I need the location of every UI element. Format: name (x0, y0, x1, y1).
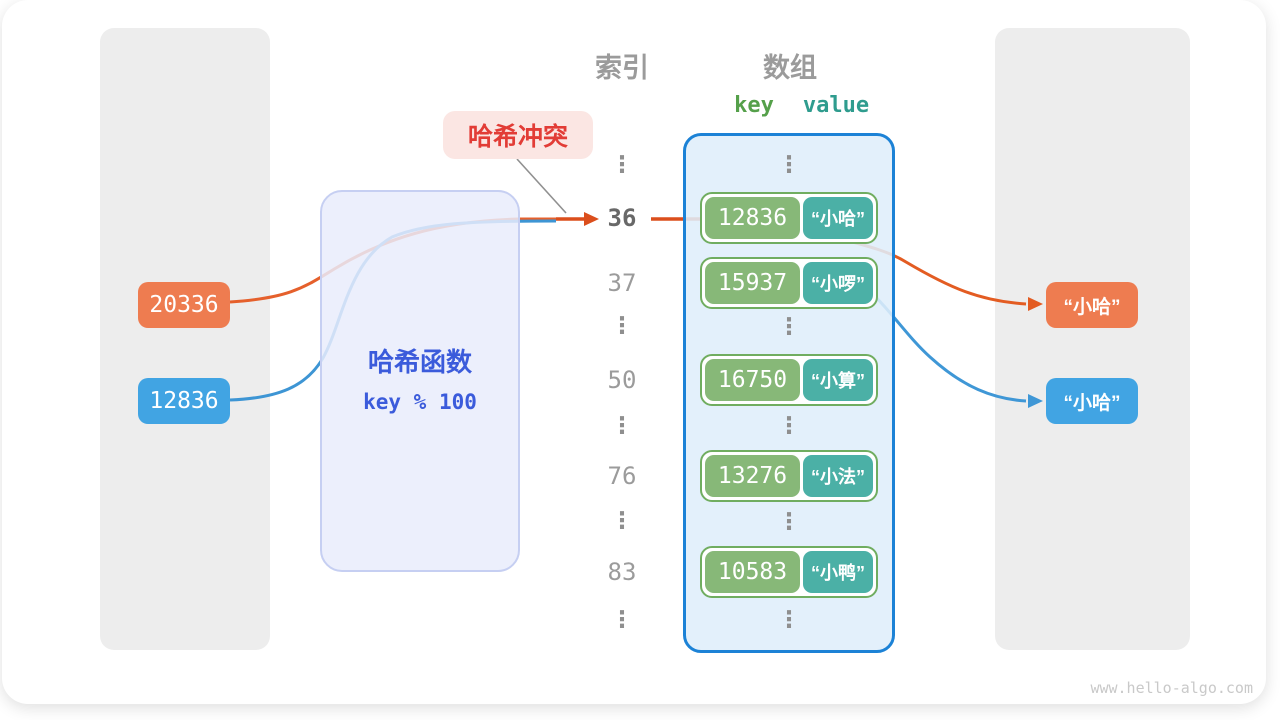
index-36: 36 (607, 204, 637, 232)
array-key-header: key (734, 93, 774, 118)
vertical-ellipsis-icon: ⋮ (777, 413, 801, 439)
index-column-header: 索引 (595, 53, 649, 83)
vertical-ellipsis-icon: ⋮ (610, 508, 634, 534)
vertical-ellipsis-icon: ⋮ (777, 607, 801, 633)
hash-function-title: 哈希函数 (367, 347, 472, 377)
vertical-ellipsis-icon: ⋮ (610, 152, 634, 178)
vertical-ellipsis-icon: ⋮ (610, 413, 634, 439)
index-37: 37 (607, 269, 637, 297)
entry-value: “小哈” (803, 197, 873, 239)
vertical-ellipsis-icon: ⋮ (777, 152, 801, 178)
entry-key: 12836 (705, 197, 800, 239)
hash-function-formula: key % 100 (363, 390, 477, 414)
entry-key: 15937 (705, 262, 800, 304)
entry-value: “小鸭” (803, 551, 873, 593)
array-entry-row: 10583 “小鸭” (700, 546, 878, 598)
array-column-header: 数组 (763, 53, 817, 83)
array-entry-row: 16750 “小算” (700, 354, 878, 406)
hash-function-box: 哈希函数 key % 100 (320, 190, 520, 572)
vertical-ellipsis-icon: ⋮ (777, 314, 801, 340)
index-76: 76 (607, 462, 637, 490)
input-key-panel (100, 28, 270, 650)
input-key-12836: 12836 (138, 378, 230, 424)
entry-value: “小法” (803, 455, 873, 497)
index-83: 83 (607, 558, 637, 586)
input-key-20336: 20336 (138, 282, 230, 328)
index-50: 50 (607, 366, 637, 394)
output-value-panel (995, 28, 1190, 650)
vertical-ellipsis-icon: ⋮ (777, 509, 801, 535)
vertical-ellipsis-icon: ⋮ (610, 313, 634, 339)
entry-key: 16750 (705, 359, 800, 401)
output-value-orange: “小哈” (1046, 282, 1138, 328)
output-value-blue: “小哈” (1046, 378, 1138, 424)
array-value-header: value (802, 93, 870, 118)
hash-collision-label: 哈希冲突 (443, 111, 593, 159)
array-entry-row: 12836 “小哈” (700, 192, 878, 244)
array-entry-row: 13276 “小法” (700, 450, 878, 502)
array-entry-row: 15937 “小啰” (700, 257, 878, 309)
vertical-ellipsis-icon: ⋮ (610, 607, 634, 633)
entry-value: “小算” (803, 359, 873, 401)
entry-key: 13276 (705, 455, 800, 497)
entry-value: “小啰” (803, 262, 873, 304)
entry-key: 10583 (705, 551, 800, 593)
watermark-url: www.hello-algo.com (1090, 679, 1253, 697)
